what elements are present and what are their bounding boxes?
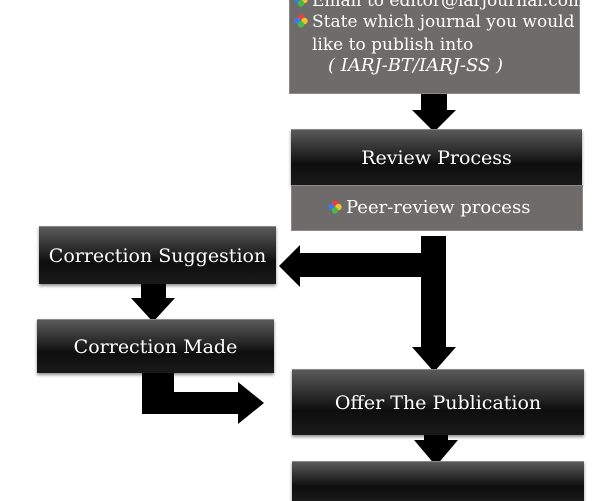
state-text-1: State which journal you would xyxy=(312,12,575,32)
arrow-submission-to-review xyxy=(412,92,456,132)
submission-panel: Email to editor@iarjournal.com State whi… xyxy=(289,0,584,94)
correction-made-box: Correction Made xyxy=(37,319,274,373)
state-text-2: like to publish into xyxy=(312,35,474,55)
next-step-box xyxy=(292,461,584,501)
email-line: Email to editor@iarjournal.com xyxy=(294,0,584,11)
correction-suggestion-title: Correction Suggestion xyxy=(48,244,267,267)
peer-review-panel: Peer-review process xyxy=(291,185,583,231)
colorful-flower-bullet-icon xyxy=(294,0,308,7)
email-text: Email to editor@iarjournal.com xyxy=(312,0,585,11)
offer-publication-title: Offer The Publication xyxy=(334,391,542,414)
colorful-flower-bullet-icon xyxy=(294,14,308,28)
correction-suggestion-box: Correction Suggestion xyxy=(39,226,276,284)
peer-review-line: Peer-review process xyxy=(328,197,530,218)
colorful-flower-bullet-icon xyxy=(328,200,342,214)
state-line: State which journal you would xyxy=(294,12,574,32)
review-process-title: Review Process xyxy=(361,146,512,169)
correction-made-title: Correction Made xyxy=(73,335,238,358)
review-process-box: Review Process xyxy=(291,129,582,185)
arrow-made-to-offer xyxy=(142,370,264,424)
arrow-review-to-correction xyxy=(279,245,421,287)
journal-names: ( IARJ-BT/IARJ-SS ) xyxy=(328,55,504,76)
arrow-suggestion-to-made xyxy=(131,283,175,322)
offer-publication-box: Offer The Publication xyxy=(292,369,584,435)
arrow-review-to-offer xyxy=(412,236,456,372)
flow-arrows xyxy=(131,92,458,466)
peer-review-text: Peer-review process xyxy=(346,197,531,218)
